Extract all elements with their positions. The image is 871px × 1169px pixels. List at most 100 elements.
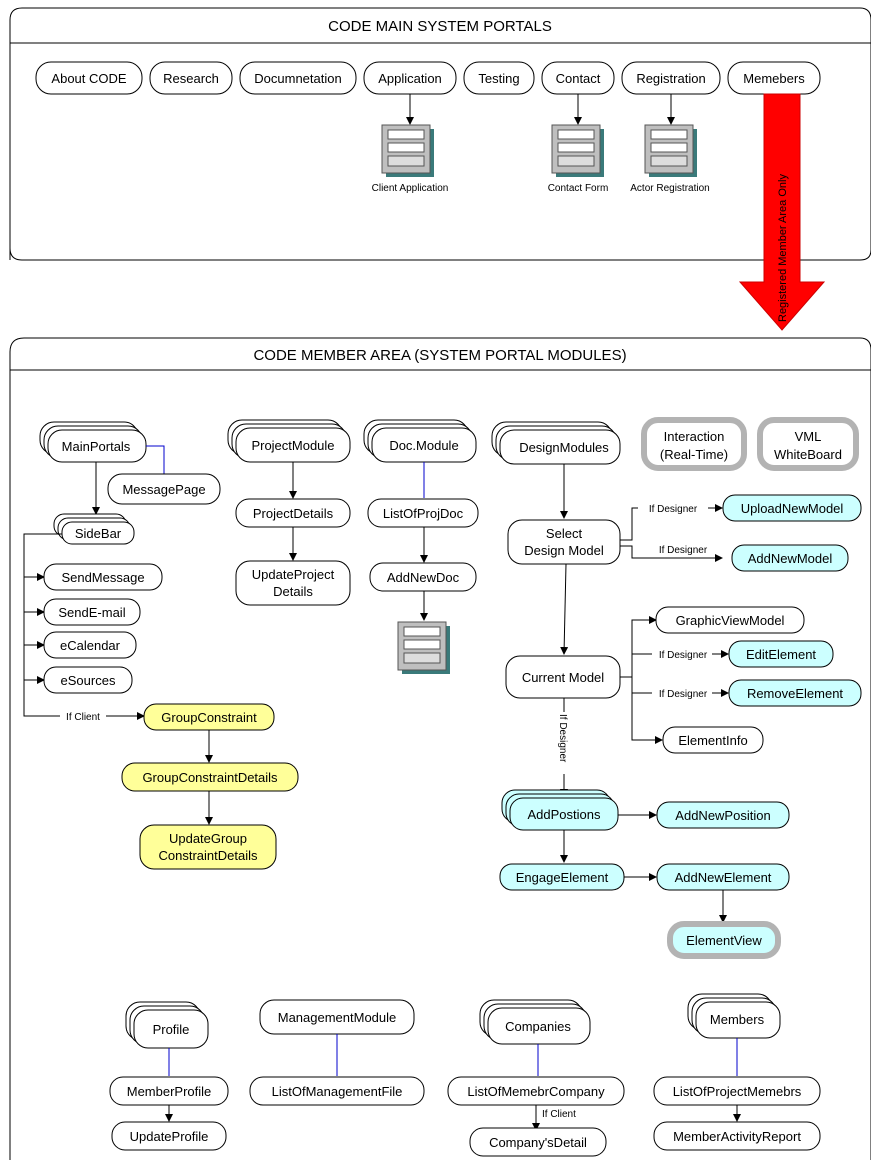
designmodules-node[interactable]: DesignModules — [491, 421, 621, 465]
registered-only-label: Registered Member Area Only — [777, 174, 789, 322]
tab-label: Research — [163, 71, 219, 86]
node-label: VML — [795, 429, 822, 444]
profile-stack[interactable]: Profile — [125, 1001, 209, 1049]
tab-label: Memebers — [743, 71, 805, 86]
portal-tab-documentation[interactable]: Documnetation — [239, 61, 357, 95]
portal-tab-research[interactable]: Research — [149, 61, 233, 95]
if-designer-label: If Designer — [659, 689, 708, 700]
messagepage-node[interactable]: MessagePage — [107, 473, 221, 505]
node-label: eCalendar — [60, 638, 121, 653]
interaction-realtime-node[interactable]: Interaction (Real-Time) — [641, 417, 747, 471]
member-area-title: CODE MEMBER AREA (SYSTEM PORTAL MODULES) — [253, 347, 626, 364]
node-label: ManagementModule — [278, 1010, 397, 1025]
elementview-node[interactable]: ElementView — [667, 921, 781, 959]
node-label: GroupConstraint — [161, 710, 257, 725]
node-label: (Real-Time) — [660, 447, 728, 462]
groupconstraintdetails-node[interactable]: GroupConstraintDetails — [121, 762, 299, 792]
node-label: EngageElement — [516, 870, 609, 885]
members-node[interactable]: Members — [687, 993, 781, 1039]
node-label: AddNewDoc — [387, 570, 460, 585]
node-label: MainPortals — [62, 439, 131, 454]
companies-node[interactable]: Companies — [479, 999, 591, 1045]
registered-member-arrow: Registered Member Area Only — [738, 93, 826, 331]
portal-tab-about[interactable]: About CODE — [35, 61, 143, 95]
node-label: SideBar — [75, 526, 122, 541]
projectmodule-node[interactable]: ProjectModule — [227, 419, 351, 463]
listofmemebrcompany-node[interactable]: ListOfMemebrCompany — [447, 1076, 625, 1106]
elementinfo-node[interactable]: ElementInfo — [662, 726, 764, 754]
listofprojdoc-node[interactable]: ListOfProjDoc — [367, 498, 479, 528]
engageelement-node[interactable]: EngageElement — [499, 863, 625, 891]
tab-label: Registration — [636, 71, 705, 86]
node-label: WhiteBoard — [774, 447, 842, 462]
esources-node[interactable]: eSources — [43, 666, 133, 694]
portal-tab-registration[interactable]: Registration — [621, 61, 721, 95]
node-label: MemberProfile — [127, 1084, 212, 1099]
portal-tab-application[interactable]: Application — [363, 61, 457, 95]
updategroup-node[interactable]: UpdateGroup ConstraintDetails — [139, 824, 277, 870]
addpostions-node[interactable]: AddPostions — [501, 789, 619, 831]
portal-tab-contact[interactable]: Contact — [541, 61, 615, 95]
updateprofile-node[interactable]: UpdateProfile — [111, 1121, 227, 1151]
node-label: AddNewModel — [748, 551, 833, 566]
main-portals-panel: CODE MAIN SYSTEM PORTALS — [9, 7, 871, 261]
node-label: SendE-mail — [58, 605, 125, 620]
groupconstraint-node[interactable]: GroupConstraint — [143, 703, 275, 731]
portal-tab-testing[interactable]: Testing — [463, 61, 535, 95]
sidebar-node[interactable]: SideBar — [53, 513, 135, 545]
vml-whiteboard-node[interactable]: VML WhiteBoard — [757, 417, 859, 471]
node-label: GraphicViewModel — [676, 613, 785, 628]
graphicviewmodel-node[interactable]: GraphicViewModel — [655, 606, 805, 634]
mainportals-node[interactable]: MainPortals — [39, 421, 147, 463]
node-label: UpdateGroup — [169, 831, 247, 846]
node-label: Members — [710, 1012, 765, 1027]
node-label: AddNewElement — [675, 870, 772, 885]
listofprojectmemebrs-node[interactable]: ListOfProjectMemebrs — [653, 1076, 821, 1106]
memberactivityreport-node[interactable]: MemberActivityReport — [653, 1121, 821, 1151]
form-icon — [381, 124, 434, 177]
member-area-panel: CODE MEMBER AREA (SYSTEM PORTAL MODULES) — [9, 337, 871, 1160]
node-label: Companies — [505, 1019, 571, 1034]
uploadnewmodel-node[interactable]: UploadNewModel — [722, 494, 862, 522]
ecalendar-node[interactable]: eCalendar — [43, 631, 137, 659]
current-model-node[interactable]: Current Model — [505, 655, 621, 699]
tab-label: Contact — [556, 71, 601, 86]
node-label: Profile — [153, 1022, 190, 1037]
node-label: Design Model — [524, 543, 604, 558]
portal-tab-members[interactable]: Memebers — [727, 61, 821, 95]
addnewdoc-node[interactable]: AddNewDoc — [369, 562, 477, 592]
node-label: ListOfMemebrCompany — [467, 1084, 605, 1099]
sendemail-node[interactable]: SendE-mail — [43, 598, 141, 626]
sendmessage-node[interactable]: SendMessage — [43, 563, 163, 591]
node-label: RemoveElement — [747, 686, 843, 701]
companys-detail-node[interactable]: Company'sDetail — [469, 1127, 607, 1157]
docmodule-node[interactable]: Doc.Module — [363, 419, 477, 463]
tab-label: About CODE — [51, 71, 126, 86]
if-designer-label: If Designer — [649, 504, 698, 515]
node-label: ProjectModule — [251, 438, 334, 453]
if-designer-label: If Designer — [659, 545, 708, 556]
node-label: eSources — [61, 673, 116, 688]
tab-label: Documnetation — [254, 71, 341, 86]
memberprofile-node[interactable]: MemberProfile — [109, 1076, 229, 1106]
node-label: ListOfManagementFile — [272, 1084, 403, 1099]
updateproject-node[interactable]: UpdateProject Details — [235, 560, 351, 606]
node-label: Details — [273, 584, 313, 599]
addnewelement-node[interactable]: AddNewElement — [656, 863, 790, 891]
node-label: UpdateProfile — [130, 1129, 209, 1144]
main-portals-title: CODE MAIN SYSTEM PORTALS — [328, 18, 552, 35]
listofmanagementfile-node[interactable]: ListOfManagementFile — [249, 1076, 425, 1106]
form-caption: Contact Form — [548, 183, 609, 194]
addnewmodel-node[interactable]: AddNewModel — [731, 544, 849, 572]
node-label: ListOfProjDoc — [383, 506, 464, 521]
node-label: UpdateProject — [252, 567, 335, 582]
addnewposition-node[interactable]: AddNewPosition — [656, 801, 790, 829]
managementmodule-node[interactable]: ManagementModule — [259, 999, 415, 1035]
editelement-node[interactable]: EditElement — [728, 640, 834, 668]
projectdetails-node[interactable]: ProjectDetails — [235, 498, 351, 528]
node-label: SendMessage — [61, 570, 144, 585]
node-label: Current Model — [522, 670, 604, 685]
removeelement-node[interactable]: RemoveElement — [728, 679, 862, 707]
select-design-model-node[interactable]: Select Design Model — [507, 519, 621, 565]
